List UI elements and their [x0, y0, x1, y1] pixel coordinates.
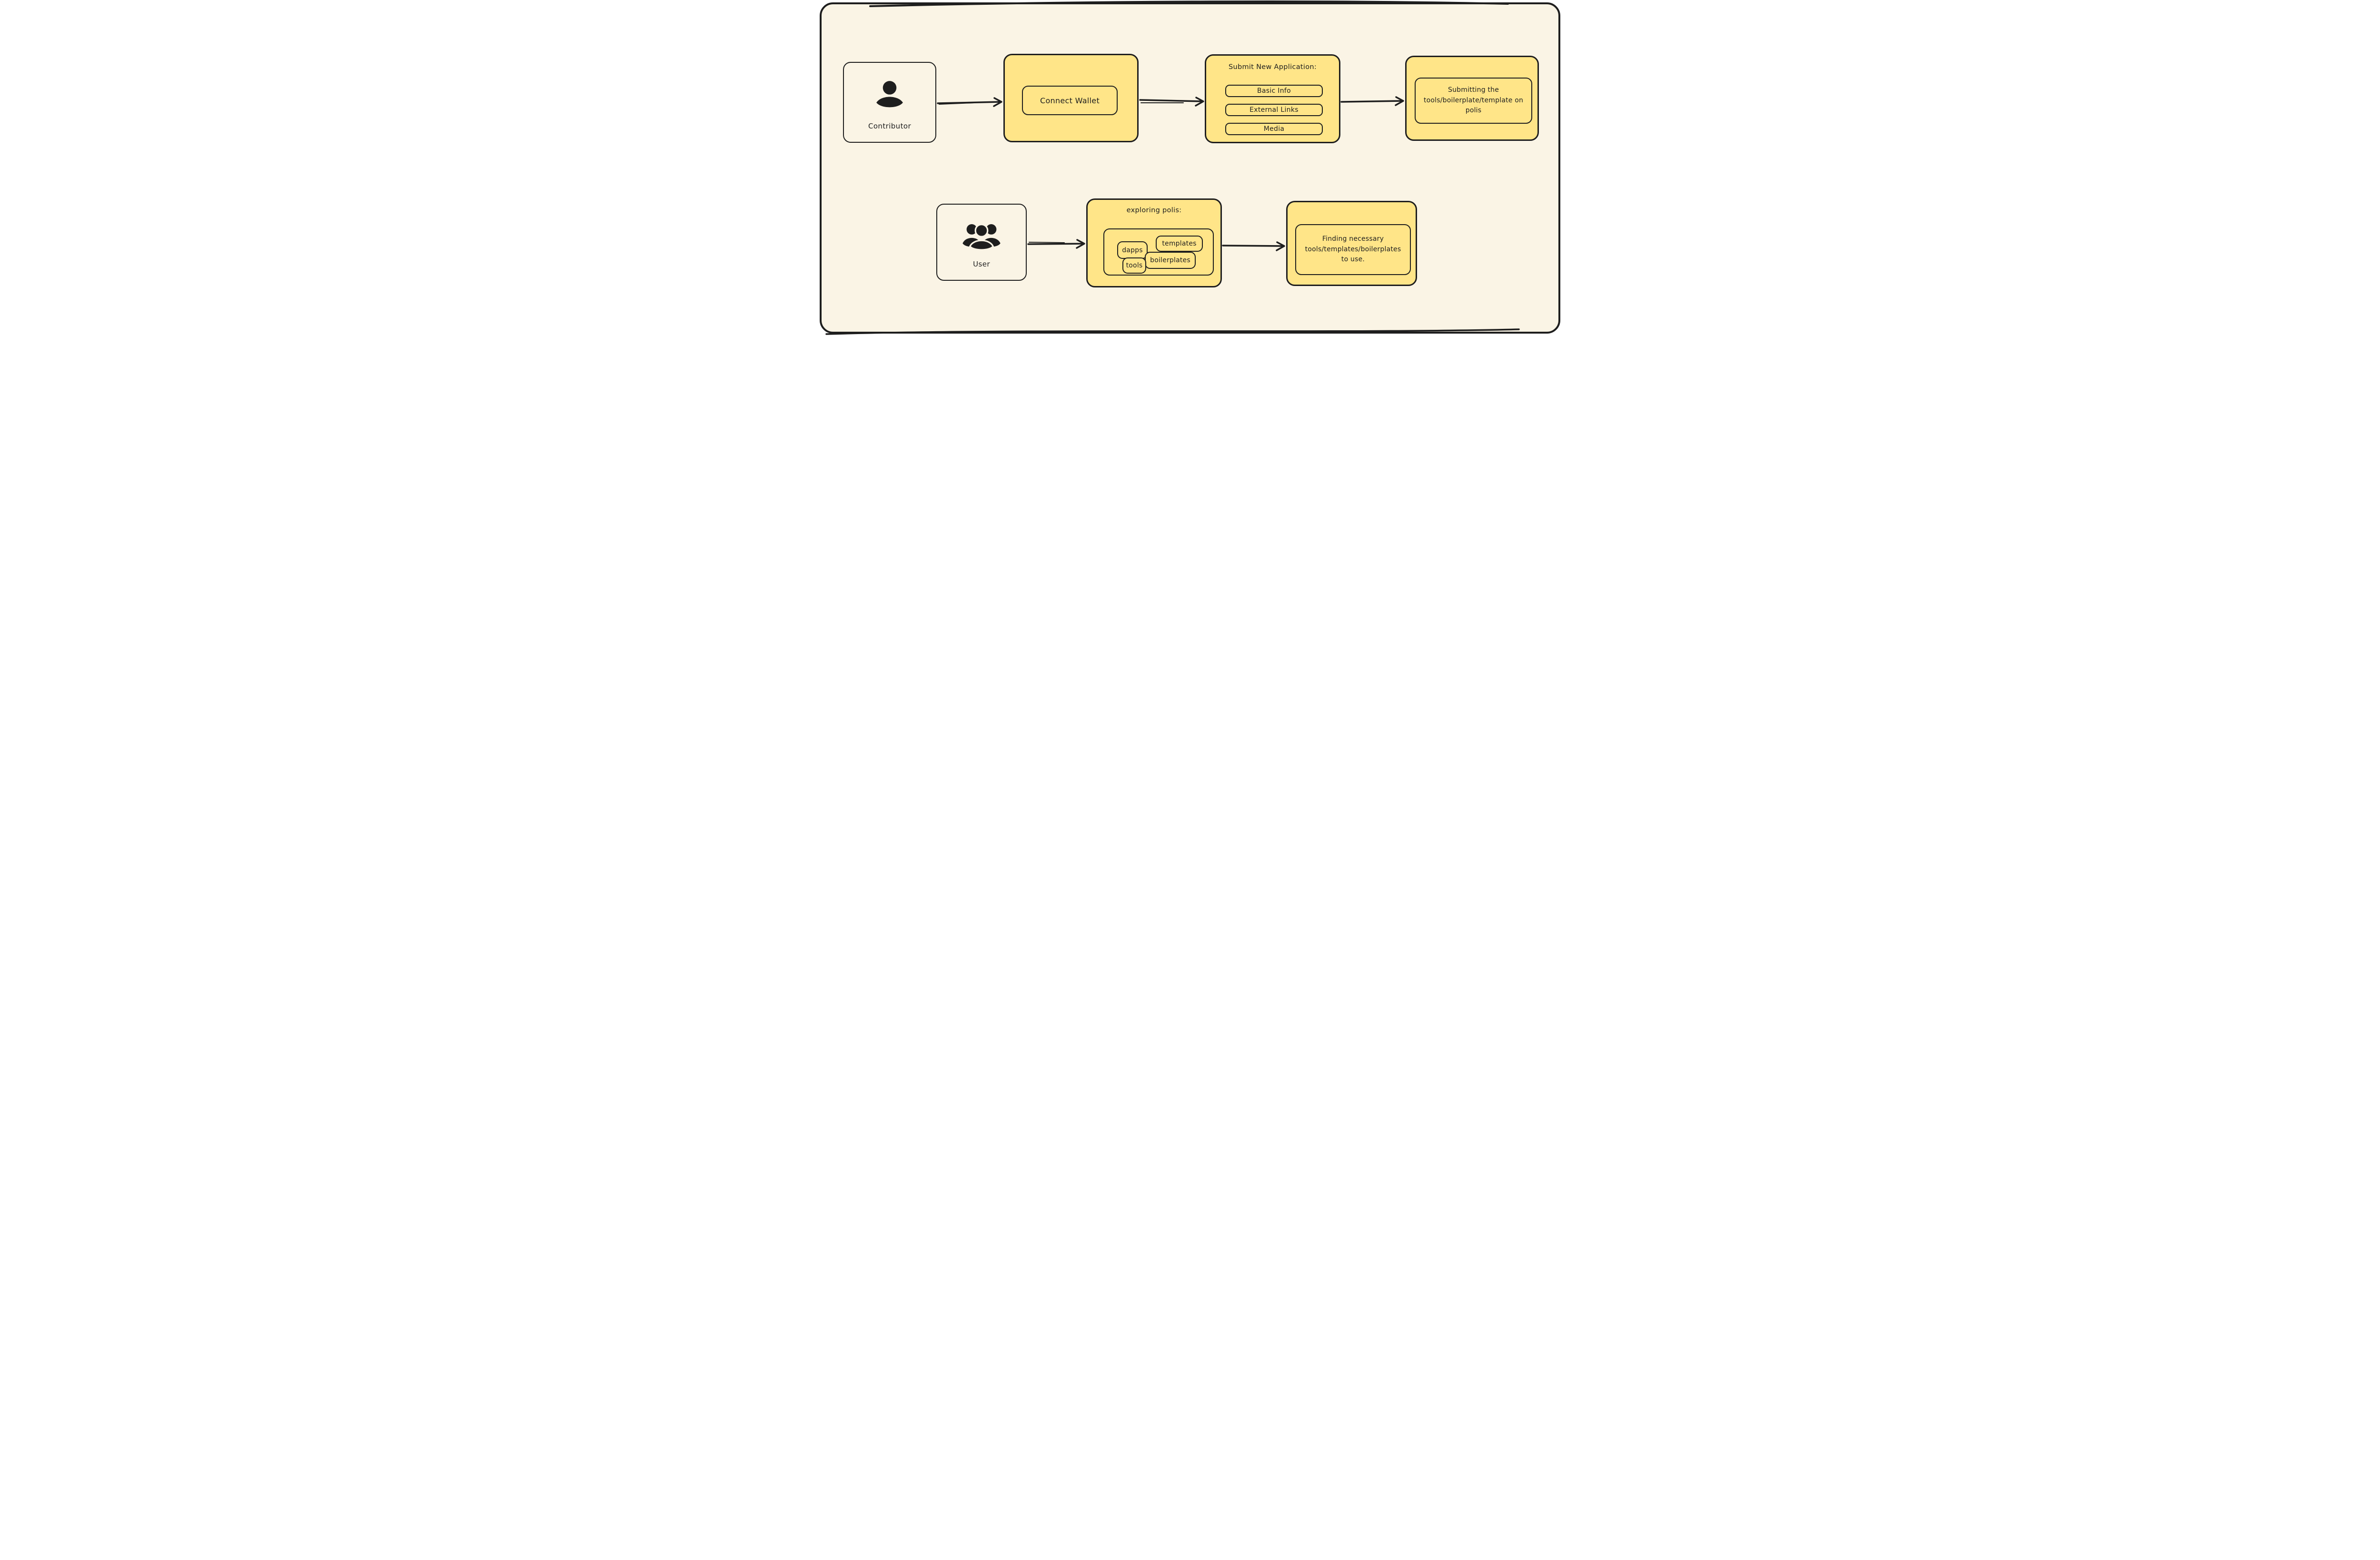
users-icon	[961, 221, 1002, 251]
user-label: User	[973, 260, 990, 268]
tag-dapps: dapps	[1117, 241, 1148, 259]
exploring-polis-box: exploring polis: dapps templates boilerp…	[1086, 198, 1222, 287]
contributor-label: Contributor	[868, 122, 912, 130]
field-media: Media	[1225, 123, 1323, 135]
field-external-links: External Links	[1225, 104, 1323, 116]
exploring-polis-title: exploring polis:	[1126, 207, 1182, 214]
finding-note-box: Finding necessary tools/templates/boiler…	[1286, 201, 1417, 286]
tag-templates: templates	[1156, 236, 1203, 252]
tag-tools: tools	[1122, 257, 1146, 274]
submit-application-title: Submit New Application:	[1228, 63, 1317, 71]
submit-application-box: Submit New Application: Basic Info Exter…	[1205, 54, 1340, 143]
diagram-stage: Contributor Connect Wallet Submit New Ap…	[817, 0, 1563, 336]
field-basic-info: Basic Info	[1225, 85, 1323, 97]
exploring-catalog-container: dapps templates boilerplates tools	[1103, 228, 1214, 276]
connect-wallet-box: Connect Wallet	[1003, 54, 1139, 142]
submitting-note-box: Submitting the tools/boilerplate/templat…	[1405, 56, 1539, 141]
user-actor-box: User	[936, 204, 1027, 281]
submitting-note-text: Submitting the tools/boilerplate/templat…	[1423, 86, 1524, 115]
connect-wallet-button: Connect Wallet	[1022, 86, 1118, 115]
tag-boilerplates: boilerplates	[1145, 252, 1196, 269]
contributor-actor-box: Contributor	[843, 62, 936, 143]
finding-note-text: Finding necessary tools/templates/boiler…	[1305, 235, 1401, 264]
person-icon	[873, 78, 906, 110]
